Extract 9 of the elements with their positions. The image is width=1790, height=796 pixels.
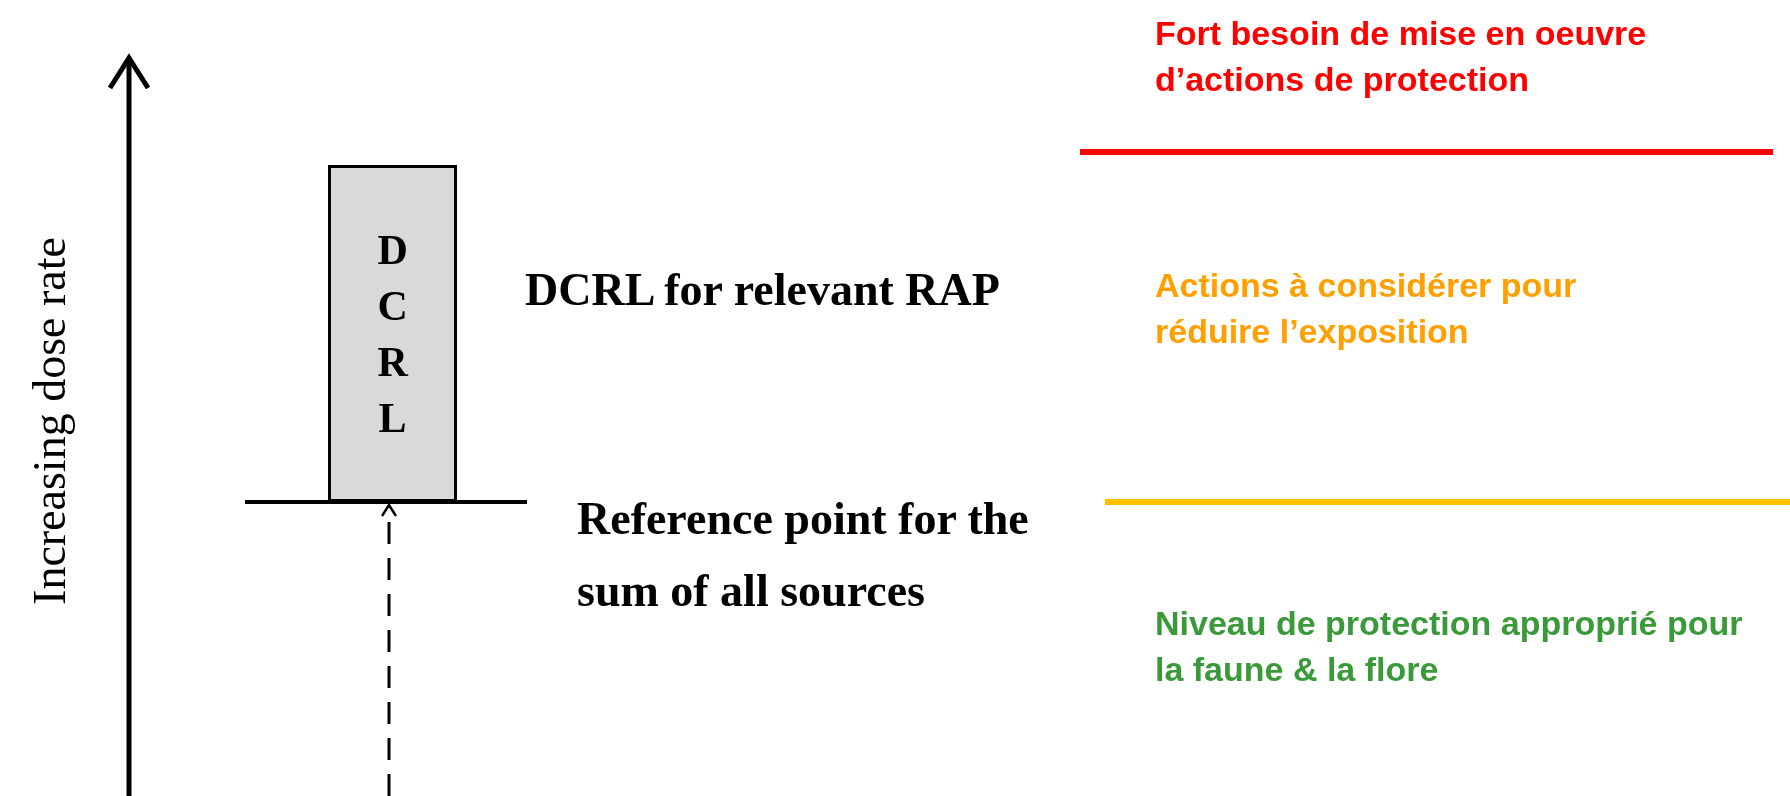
box-text: D C R L [377, 225, 408, 443]
axis-label: Increasing dose rate [23, 236, 76, 607]
note-text: Fort besoin de mise en oeuvre d’actions de protection [1155, 13, 1648, 100]
note-text: Niveau de protection approprié pour la faune & la flore [1155, 603, 1744, 690]
node-caption: Reference point for the sum of all sources [577, 492, 1030, 618]
node-caption: DCRL for relevant RAP [525, 263, 1001, 317]
note-text: Actions à considérer pour réduire l’exposition [1155, 265, 1578, 352]
dashed-arrow [380, 503, 398, 796]
dcrl-box [328, 165, 457, 502]
